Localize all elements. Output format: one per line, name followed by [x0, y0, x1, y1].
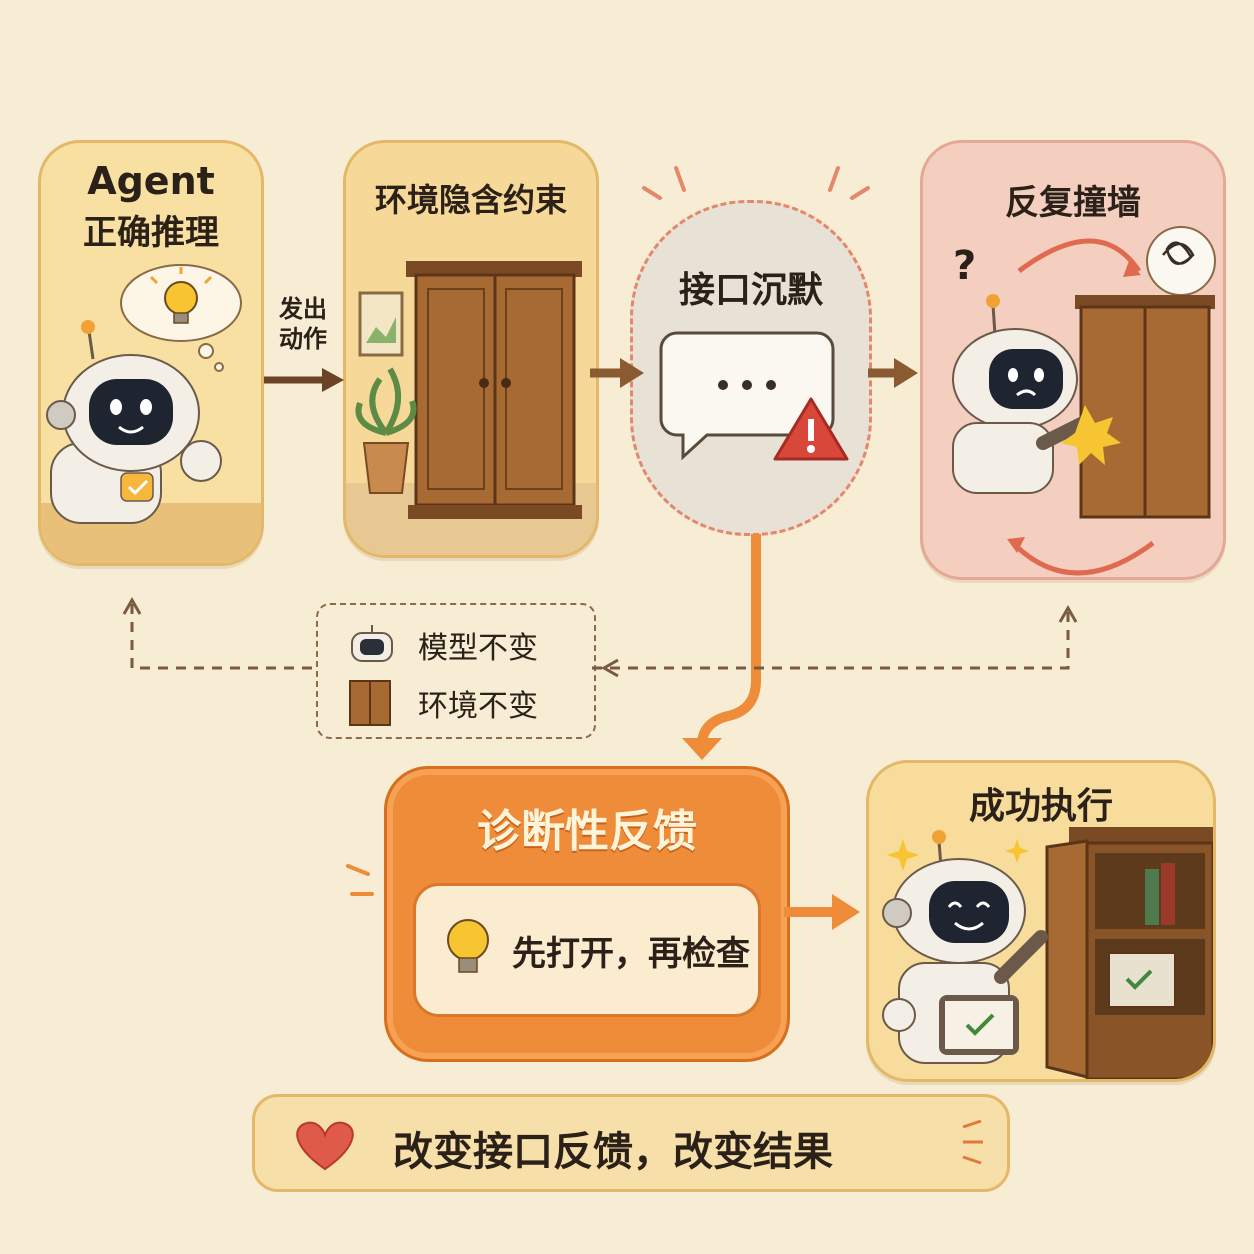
- lightbulb-icon: [149, 267, 213, 324]
- footer-banner: 改变接口反馈，改变结果: [252, 1094, 1010, 1192]
- question-mark: ?: [953, 243, 977, 289]
- warning-icon: [773, 397, 849, 461]
- cycle-arrow-icon: [1007, 238, 1155, 576]
- diagnostic-title: 诊断性反馈: [477, 806, 697, 857]
- silence-sparks: [642, 166, 870, 200]
- flow-arrow-down: [682, 534, 761, 760]
- success-illustration: [882, 827, 1213, 1079]
- lightbulb-icon: [447, 919, 489, 973]
- repeat-wall-illustration: [952, 226, 1216, 576]
- action-arrow-label: 发出 动作: [268, 294, 338, 354]
- diagnostic-feedback-panel: 诊断性反馈 先打开，再检查: [384, 766, 790, 1062]
- success-panel: 成功执行: [866, 760, 1216, 1082]
- repeat-wall-panel: 反复撞墙 ?: [920, 140, 1226, 580]
- picture-frame-icon: [358, 291, 404, 357]
- speech-bubble-icon: [659, 331, 835, 461]
- flow-arrow-4: [784, 894, 860, 930]
- diagnostic-sparks: [346, 824, 774, 896]
- success-title: 成功执行: [968, 786, 1113, 827]
- sparkle-icon: [887, 839, 1029, 871]
- agent-panel: Agent 正确推理: [38, 140, 264, 566]
- cabinet-icon: [1075, 295, 1215, 519]
- robot-icon: [952, 294, 1121, 494]
- flow-arrow-1: [264, 368, 344, 392]
- sparkle-icon: [962, 1119, 983, 1165]
- interface-silence-title: 接口沉默: [678, 270, 823, 311]
- legend-model-unchanged: 模型不变: [418, 631, 538, 666]
- open-cabinet-icon: [1045, 827, 1213, 1079]
- agent-subtitle: 正确推理: [83, 213, 219, 253]
- dashed-feedback-loop: [130, 604, 1070, 670]
- legend-box: 模型不变 环境不变: [316, 603, 596, 739]
- cabinet-icon: [406, 261, 582, 519]
- silence-illustration: [659, 331, 849, 461]
- robot-icon: [882, 830, 1048, 1064]
- heart-icon: [296, 1121, 354, 1171]
- flow-arrow-2: [590, 358, 644, 388]
- robot-icon: [46, 320, 222, 524]
- repeat-wall-title: 反复撞墙: [1005, 183, 1141, 223]
- robot-icon: [351, 625, 393, 662]
- legend-env-unchanged: 环境不变: [418, 689, 538, 724]
- environment-title: 环境隐含约束: [374, 181, 567, 219]
- cabinet-icon: [349, 680, 391, 726]
- plant-icon: [355, 367, 417, 494]
- action-label-line1: 发出: [279, 295, 327, 323]
- action-label-line2: 动作: [279, 325, 327, 353]
- agent-title: Agent: [87, 159, 215, 203]
- diagnostic-hint-text: 先打开，再检查: [512, 934, 750, 974]
- agent-illustration: [41, 264, 261, 563]
- footer-text: 改变接口反馈，改变结果: [393, 1129, 833, 1175]
- environment-illustration: [346, 261, 596, 555]
- flow-arrow-3: [868, 358, 918, 388]
- environment-panel: 环境隐含约束: [343, 140, 599, 558]
- diagnostic-hint-bubble: 先打开，再检查: [413, 883, 761, 1017]
- interface-silence-panel: 接口沉默: [630, 200, 872, 536]
